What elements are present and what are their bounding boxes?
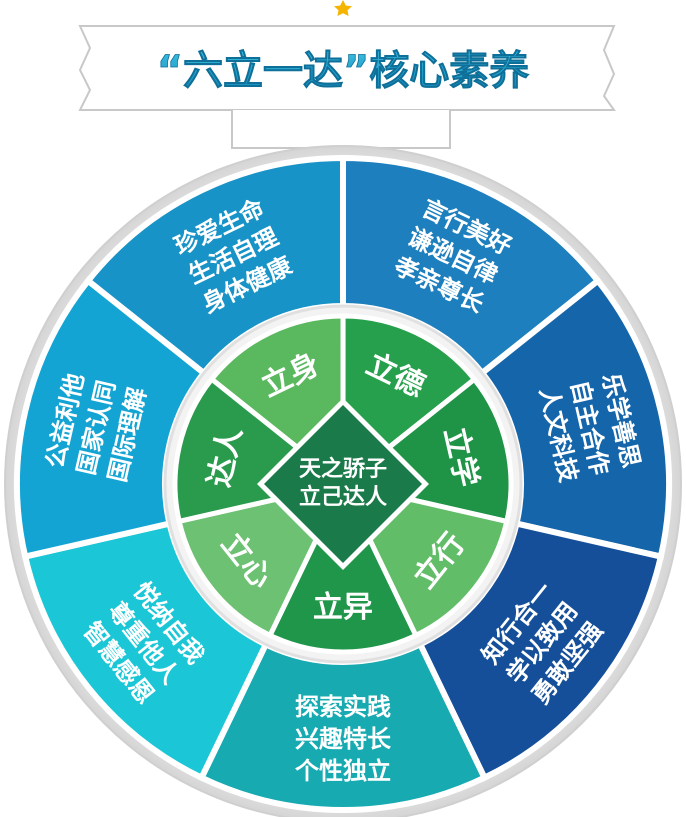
outer-segment-line: 探索实践 xyxy=(295,693,391,721)
center-diamond: 天之骄子 立己达人 xyxy=(257,398,429,570)
outer-segment-line: 个性独立 xyxy=(295,757,391,785)
center-line-2: 立己达人 xyxy=(299,484,387,510)
outer-segment-line: 兴趣特长 xyxy=(295,725,392,753)
page-title: “六立一达”核心素养 xyxy=(157,48,530,94)
star-icon xyxy=(334,0,352,16)
title-banner: “六立一达”核心素养 xyxy=(78,25,616,149)
inner-segment-label: 立异 xyxy=(313,590,373,625)
center-line-1: 天之骄子 xyxy=(299,456,387,482)
